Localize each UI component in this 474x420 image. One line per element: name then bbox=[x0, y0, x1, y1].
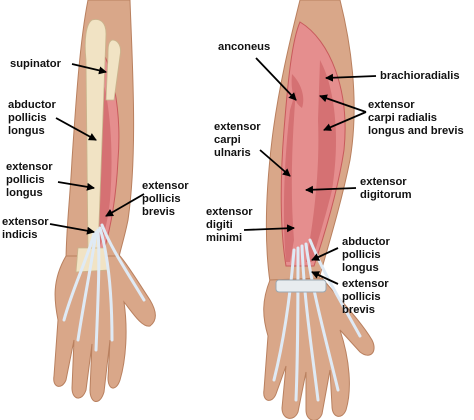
label-right-extensor-pollicis-brevis: extensor pollicis brevis bbox=[342, 278, 389, 316]
pointer-extensor-carpi-ulnaris bbox=[259, 149, 291, 177]
right-muscle-shading-1 bbox=[306, 60, 336, 262]
pointer-anconeus bbox=[255, 57, 297, 101]
label-left-extensor-indicis: extensor indicis bbox=[2, 216, 49, 241]
extensor-retinaculum bbox=[275, 279, 327, 293]
left-tendons bbox=[62, 223, 146, 352]
label-extensor-carpi-ulnaris: extensor carpi ulnaris bbox=[214, 121, 261, 159]
left-hand-skin bbox=[53, 255, 156, 402]
pointer-left-extensor-indicis bbox=[49, 223, 95, 235]
pointer-supinator bbox=[71, 63, 107, 75]
pointer-extensor-carpi-radialis-2 bbox=[323, 111, 367, 131]
right-forearm bbox=[263, 0, 375, 420]
pointer-right-abductor-pollicis-longus bbox=[311, 247, 339, 261]
label-brachioradialis: brachioradialis bbox=[380, 70, 460, 82]
label-anconeus: anconeus bbox=[218, 41, 271, 53]
pointer-extensor-digiti-minimi bbox=[243, 224, 295, 233]
pointer-extensor-digitorum bbox=[305, 185, 357, 194]
pointer-lines bbox=[49, 57, 377, 285]
pointer-extensor-carpi-radialis-1 bbox=[319, 94, 367, 113]
right-tendons bbox=[272, 238, 362, 402]
label-left-abductor-pollicis-longus: abductor pollicis longus bbox=[8, 99, 56, 137]
label-left-extensor-pollicis-longus: extensor pollicis longus bbox=[6, 161, 53, 199]
pointer-brachioradialis bbox=[325, 73, 377, 82]
label-extensor-digiti-minimi: extensor digiti minimi bbox=[206, 206, 253, 244]
left-forearm bbox=[53, 0, 156, 402]
label-supinator: supinator bbox=[10, 58, 61, 70]
left-radius bbox=[105, 39, 121, 101]
pointer-left-extensor-pollicis-longus bbox=[57, 181, 95, 191]
label-left-extensor-pollicis-brevis: extensor pollicis brevis bbox=[142, 180, 189, 218]
label-extensor-carpi-radialis: extensor carpi radialis longus and brevi… bbox=[368, 99, 464, 137]
pointer-right-extensor-pollicis-brevis bbox=[311, 271, 339, 285]
label-extensor-digitorum: extensor digitorum bbox=[360, 176, 412, 201]
right-anconeus-region bbox=[291, 74, 304, 108]
label-right-abductor-pollicis-longus: abductor pollicis longus bbox=[342, 236, 390, 274]
pointer-left-extensor-pollicis-brevis bbox=[105, 193, 145, 217]
pointer-left-abductor-pollicis-longus bbox=[55, 117, 97, 141]
